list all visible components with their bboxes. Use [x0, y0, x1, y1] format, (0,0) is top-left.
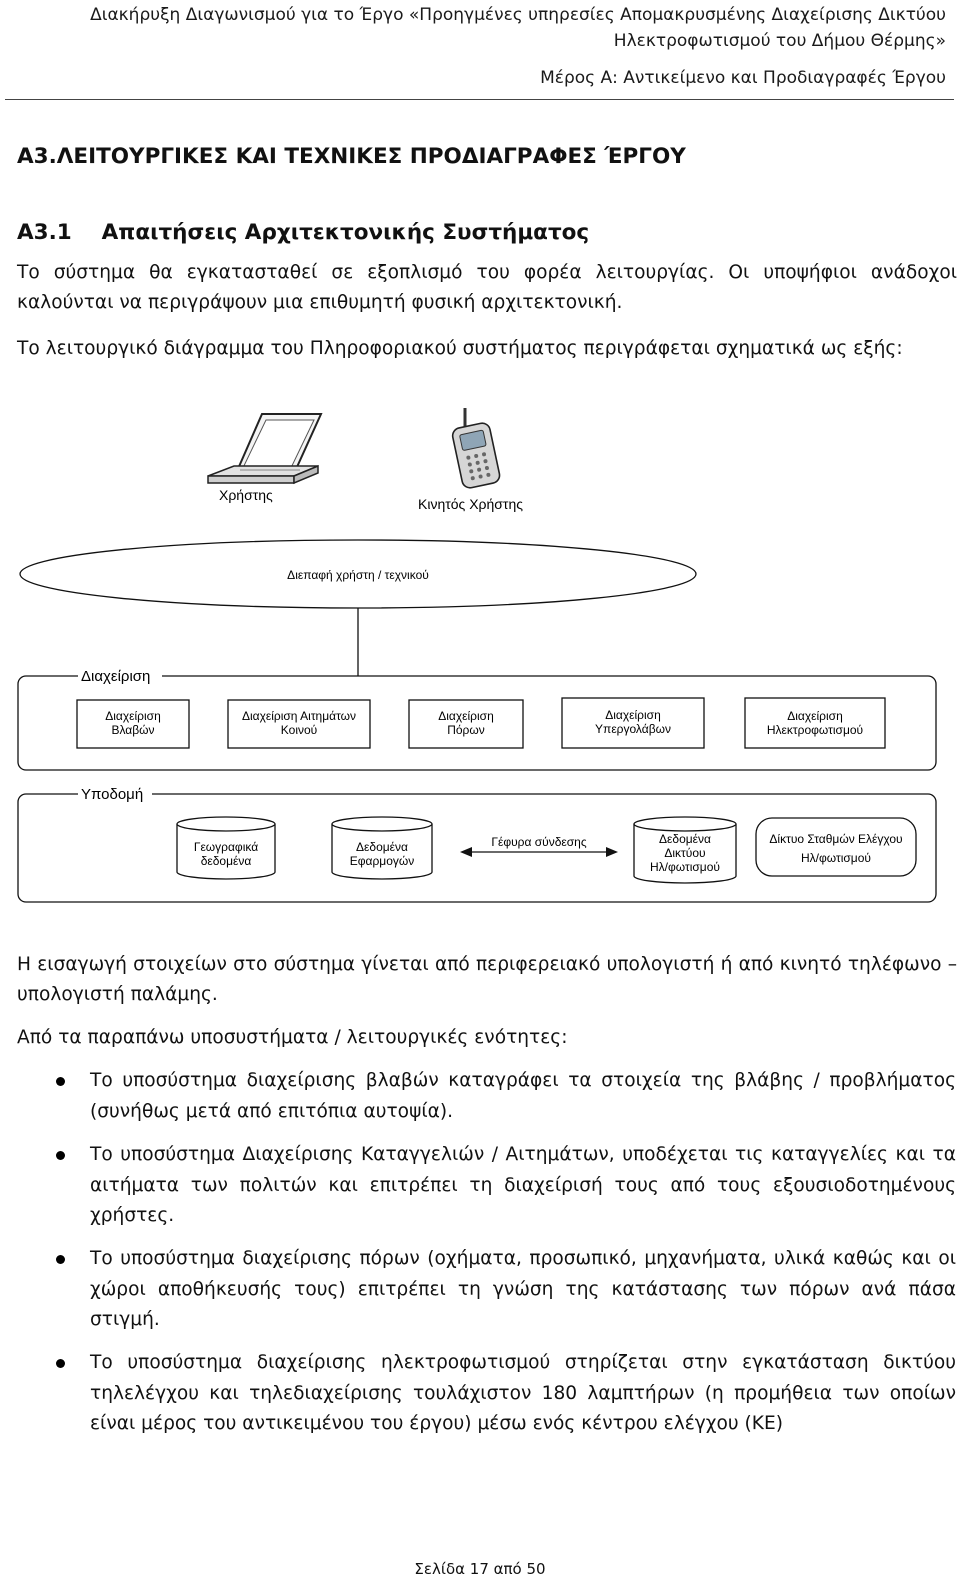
list-item-text: Το υποσύστημα διαχείρισης βλαβών καταγρά…	[90, 1070, 956, 1122]
laptop-icon	[207, 413, 323, 485]
list-item-text: Το υποσύστημα Διαχείρισης Καταγγελιών / …	[90, 1144, 956, 1226]
box-fault-management: Διαχείριση Βλαβών	[76, 699, 190, 749]
list-item: Το υποσύστημα διαχείρισης πόρων (οχήματα…	[56, 1244, 956, 1336]
box-subcontractor-management: Διαχείριση Υπεργολάβων	[561, 697, 705, 749]
box-lighting-line-1: Διαχείριση	[787, 709, 843, 723]
input-paragraph: Η εισαγωγή στοιχείων στο σύστημα γίνεται…	[17, 954, 957, 1005]
control-network-line-2: Ηλ/φωτισμού	[801, 851, 871, 865]
box-request-line-1: Διαχείριση Αιτημάτων	[242, 709, 356, 723]
diagram-interface-label: Διεπαφή χρήστη / τεχνικού	[287, 568, 429, 582]
db-network-line-1: Δεδομένα	[659, 832, 711, 846]
db-network-line-3: Ηλ/φωτισμού	[650, 860, 720, 874]
box-request-management: Διαχείριση Αιτημάτων Κοινού	[227, 699, 371, 749]
list-item: Το υποσύστημα διαχείρισης ηλεκτροφωτισμο…	[56, 1348, 956, 1440]
management-group-label: Διαχείριση	[81, 668, 150, 685]
db-geo-line-1: Γεωγραφικά	[194, 840, 258, 854]
database-geographic-icon: Γεωγραφικά δεδομένα	[176, 816, 276, 880]
header-line-1: Διακήρυξη Διαγωνισμού για το Έργο «Προηγ…	[90, 5, 946, 25]
control-network-line-1: Δίκτυο Σταθμών Ελέγχου	[769, 832, 902, 846]
header-divider	[5, 99, 954, 100]
box-subcontractor-line-1: Διαχείριση	[605, 708, 661, 722]
diagram-user-label: Χρήστης	[219, 487, 273, 503]
db-network-line-2: Δικτύου	[664, 846, 705, 860]
bullet-icon	[56, 1077, 65, 1086]
box-resource-line-2: Πόρων	[447, 723, 485, 737]
box-lighting-line-2: Ηλεκτροφωτισμού	[767, 723, 863, 737]
mobile-phone-icon	[451, 408, 501, 489]
infrastructure-group-frame	[17, 793, 937, 903]
section-title: Α3.ΛΕΙΤΟΥΡΓΙΚΕΣ ΚΑΙ ΤΕΧΝΙΚΕΣ ΠΡΟΔΙΑΓΡΑΦΕ…	[17, 144, 686, 169]
list-item-text: Το υποσύστημα διαχείρισης ηλεκτροφωτισμο…	[90, 1352, 956, 1434]
bridge-label: Γέφυρα σύνδεσης	[491, 835, 586, 849]
architecture-diagram: Χρήστης Κινητός Χρήστης Διεπαφή χρήστη /…	[17, 408, 937, 903]
header-line-2: Ηλεκτροφωτισμού του Δήμου Θέρμης»	[613, 31, 946, 51]
db-geo-line-2: δεδομένα	[201, 854, 252, 868]
box-fault-line-1: Διαχείριση	[105, 709, 161, 723]
page-header: Διακήρυξη Διαγωνισμού για το Έργο «Προηγ…	[90, 2, 946, 91]
db-app-line-2: Εφαρμογών	[350, 854, 415, 868]
box-lighting-management: Διαχείριση Ηλεκτροφωτισμού	[744, 697, 886, 749]
list-item-text: Το υποσύστημα διαχείρισης πόρων (οχήματα…	[90, 1248, 956, 1330]
bridge-arrow	[460, 847, 618, 857]
list-item: Το υποσύστημα Διαχείρισης Καταγγελιών / …	[56, 1140, 956, 1232]
page-number: Σελίδα 17 από 50	[414, 1560, 546, 1578]
box-fault-line-2: Βλαβών	[111, 723, 154, 737]
bullet-icon	[56, 1151, 65, 1160]
bullet-icon	[56, 1359, 65, 1368]
box-resource-line-1: Διαχείριση	[438, 709, 494, 723]
db-app-line-1: Δεδομένα	[356, 840, 408, 854]
management-group-frame	[17, 675, 937, 771]
box-resource-management: Διαχείριση Πόρων	[408, 699, 524, 749]
subsection-title: Α3.1 Απαιτήσεις Αρχιτεκτονικής Συστήματο…	[17, 220, 590, 245]
infrastructure-group-label: Υποδομή	[81, 786, 143, 803]
subsystems-intro: Από τα παραπάνω υποσυστήματα / λειτουργι…	[17, 1027, 568, 1048]
box-request-line-2: Κοινού	[281, 723, 317, 737]
bullet-icon	[56, 1255, 65, 1264]
database-network-icon: Δεδομένα Δικτύου Ηλ/φωτισμού	[633, 816, 737, 884]
header-line-3: Μέρος Α: Αντικείμενο και Προδιαγραφές Έρ…	[540, 68, 946, 88]
intro-paragraph-2: Το λειτουργικό διάγραμμα του Πληροφοριακ…	[17, 338, 903, 359]
diagram-mobile-user-label: Κινητός Χρήστης	[418, 496, 523, 512]
box-subcontractor-line-2: Υπεργολάβων	[595, 722, 671, 736]
list-item: Το υποσύστημα διαχείρισης βλαβών καταγρά…	[56, 1066, 956, 1127]
control-network-box: Δίκτυο Σταθμών Ελέγχου Ηλ/φωτισμού	[755, 817, 917, 877]
database-application-icon: Δεδομένα Εφαρμογών	[331, 816, 433, 880]
intro-paragraph-1: Το σύστημα θα εγκατασταθεί σε εξοπλισμό …	[17, 262, 957, 313]
